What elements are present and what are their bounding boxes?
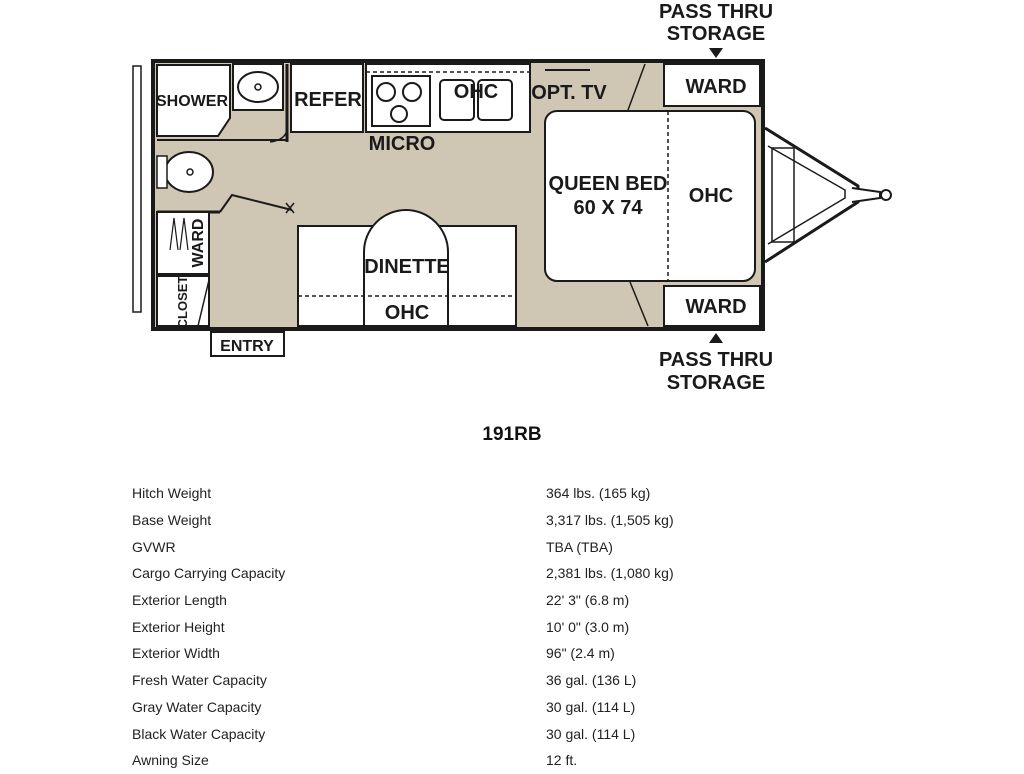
spec-row: Exterior Width 96" (2.4 m)	[132, 640, 892, 667]
ward-bottom-label: WARD	[685, 296, 746, 318]
spec-value: 364 lbs. (165 kg)	[546, 485, 651, 502]
spec-value: 96" (2.4 m)	[546, 645, 615, 662]
spec-value: 30 gal. (114 L)	[546, 725, 636, 742]
wardrobe-top	[663, 63, 761, 107]
spec-row: Gray Water Capacity 30 gal. (114 L)	[132, 694, 892, 721]
floorplan-diagram: SHOWER REFER OHC MICRO OPT. TV QUEEN BED…	[132, 1, 892, 394]
pass-thru-bottom-storage-label: STORAGE	[667, 372, 766, 394]
closet-door	[197, 279, 210, 327]
entry-step[interactable]	[210, 331, 285, 357]
pass-thru-top-storage-label: STORAGE	[667, 23, 766, 45]
shower-label: SHOWER	[156, 93, 228, 110]
spec-name: Hitch Weight	[132, 485, 212, 502]
spec-name: Fresh Water Capacity	[132, 672, 267, 689]
spec-value: 30 gal. (114 L)	[546, 698, 636, 715]
toilet-icon	[164, 151, 214, 193]
hanger-icon	[169, 217, 189, 251]
stove-icon	[371, 75, 431, 127]
opt-tv-label: OPT. TV	[531, 82, 607, 104]
arrow-up-icon	[709, 333, 723, 343]
ward-side-label: WARD	[190, 219, 207, 268]
shower-stall	[156, 64, 231, 137]
specs-table-body: Hitch Weight 364 lbs. (165 kg) Base Weight…	[132, 480, 892, 774]
tv-wall-diagonal	[627, 63, 646, 111]
spec-name: Awning Size	[132, 752, 209, 769]
spec-value: 2,381 lbs. (1,080 kg)	[546, 565, 674, 582]
spec-name: Black Water Capacity	[132, 725, 266, 742]
spec-row: Hitch Weight 364 lbs. (165 kg)	[132, 480, 892, 507]
spec-name: Base Weight	[132, 512, 212, 529]
ohc-bed-label: OHC	[689, 185, 733, 207]
ward-top-label: WARD	[685, 76, 746, 98]
spec-value: 3,317 lbs. (1,505 kg)	[546, 512, 674, 529]
burner-icon	[390, 105, 408, 123]
pass-thru-bottom-label: PASS THRU	[659, 349, 773, 371]
spec-name: Exterior Length	[132, 592, 227, 609]
ohc-kitchen-label: OHC	[454, 81, 498, 103]
hitch-ball-icon	[880, 189, 892, 201]
specs-table: Hitch Weight 364 lbs. (165 kg) Base Weight…	[132, 480, 892, 774]
model-title: 191RB	[482, 424, 542, 445]
refer-label: REFER	[294, 89, 362, 111]
spec-row: Base Weight 3,317 lbs. (1,505 kg)	[132, 507, 892, 534]
entry-label: ENTRY	[220, 338, 274, 355]
queen-bed-size-label: 60 X 74	[574, 197, 644, 219]
spec-name: GVWR	[132, 538, 176, 555]
burner-icon	[402, 82, 422, 102]
spec-row: Exterior Height 10' 0" (3.0 m)	[132, 613, 892, 640]
kitchen-sink-icon	[439, 79, 475, 121]
trailer-tongue-inner	[767, 145, 846, 245]
dinette-label: DINETTE	[364, 256, 450, 278]
spec-row: Awning Size 12 ft.	[132, 747, 892, 774]
toilet-bowl-center	[186, 168, 194, 176]
spec-row: Cargo Carrying Capacity 2,381 lbs. (1,080…	[132, 560, 892, 587]
queen-bed	[544, 110, 756, 282]
toilet-tank	[156, 155, 168, 189]
sink-drain-icon	[254, 83, 262, 91]
spec-row: Exterior Length 22' 3" (6.8 m)	[132, 587, 892, 614]
closet	[156, 275, 210, 327]
spec-name: Exterior Height	[132, 618, 225, 635]
bath-door	[219, 193, 293, 213]
spec-name: Exterior Width	[132, 645, 220, 662]
sink-icon	[237, 71, 279, 103]
dinette-table	[363, 209, 449, 327]
closet-label: CLOSET	[175, 276, 190, 329]
spec-name: Gray Water Capacity	[132, 698, 262, 715]
spec-value: 36 gal. (136 L)	[546, 672, 637, 689]
spec-value: 12 ft.	[546, 752, 578, 769]
burner-icon	[376, 82, 396, 102]
refer-door-swing	[269, 129, 288, 143]
door-swing-icon	[285, 202, 295, 214]
kitchen-sink-icon	[477, 79, 513, 121]
spec-row: Fresh Water Capacity 36 gal. (136 L)	[132, 667, 892, 694]
wardrobe-bottom	[663, 285, 761, 327]
micro-label: MICRO	[369, 133, 436, 155]
spec-value: 10' 0" (3.0 m)	[546, 618, 630, 635]
queen-bed-label: QUEEN BED	[549, 173, 668, 195]
spec-row: Black Water Capacity 30 gal. (114 L)	[132, 720, 892, 747]
front-wall-diagonal	[629, 281, 649, 327]
spec-name: Cargo Carrying Capacity	[132, 565, 286, 582]
spec-value: TBA (TBA)	[546, 538, 613, 555]
spec-row: GVWR TBA (TBA)	[132, 533, 892, 560]
hitch-coupler-icon	[851, 187, 881, 203]
propane-box	[771, 147, 795, 243]
refrigerator	[290, 63, 364, 133]
awning-rail-box	[132, 65, 142, 313]
arrow-down-icon	[709, 48, 723, 58]
pass-thru-top-label: PASS THRU	[659, 1, 773, 23]
ohc-dinette-label: OHC	[385, 302, 429, 324]
outer-wall	[151, 59, 765, 331]
spec-value: 22' 3" (6.8 m)	[546, 592, 630, 609]
